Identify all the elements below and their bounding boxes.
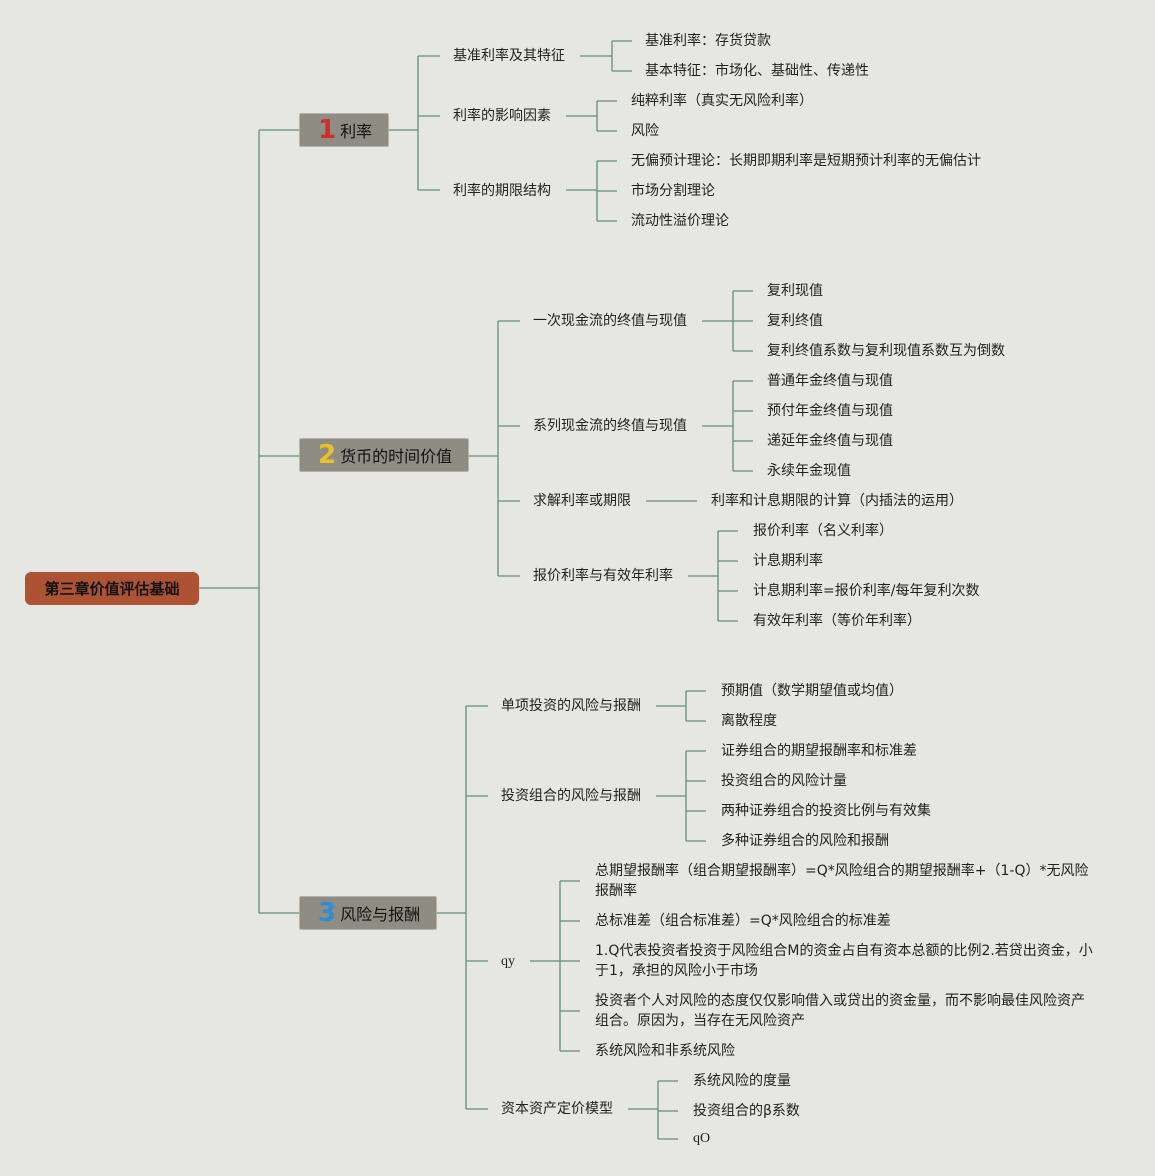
leaf-node[interactable]: 利率和计息期限的计算（内插法的运用） (711, 493, 963, 509)
leaf-node[interactable]: 永续年金现值 (767, 463, 851, 479)
number-two-icon: 2 (318, 440, 337, 470)
leaf-node[interactable]: 投资组合的β系数 (693, 1103, 800, 1119)
topic-label: 利率 (340, 122, 373, 141)
leaf-node[interactable]: 两种证券组合的投资比例与有效集 (721, 803, 931, 819)
leaf-node[interactable]: 总标准差（组合标准差）=Q*风险组合的标准差 (595, 913, 891, 929)
subtopic-node[interactable]: 资本资产定价模型 (501, 1101, 613, 1117)
leaf-node[interactable]: qO (693, 1131, 711, 1146)
leaf-node[interactable]: 系统风险的度量 (693, 1073, 791, 1089)
leaf-node[interactable]: 总期望报酬率（组合期望报酬率）=Q*风险组合的期望报酬率+（1-Q）*无风险报酬… (595, 863, 1089, 899)
leaf-node[interactable]: 系统风险和非系统风险 (595, 1043, 735, 1059)
leaf-node[interactable]: 普通年金终值与现值 (767, 373, 893, 389)
leaf-node[interactable]: 报价利率（名义利率） (753, 523, 893, 539)
leaf-node[interactable]: 递延年金终值与现值 (767, 433, 893, 449)
leaf-node[interactable]: 预期值（数学期望值或均值） (721, 683, 903, 699)
subtopic-node[interactable]: 单项投资的风险与报酬 (501, 698, 641, 714)
leaf-node[interactable]: 基准利率：存货贷款 (645, 33, 771, 49)
leaf-node[interactable]: 离散程度 (721, 713, 777, 729)
leaf-node[interactable]: 复利终值系数与复利现值系数互为倒数 (767, 343, 1005, 359)
leaf-node[interactable]: 多种证券组合的风险和报酬 (721, 833, 889, 849)
leaf-node[interactable]: 证券组合的期望报酬率和标准差 (721, 743, 917, 759)
subtopic-node[interactable]: 求解利率或期限 (533, 493, 631, 509)
topic-node-interest-rate[interactable]: 1 利率 (299, 113, 389, 147)
root-node[interactable]: 第三章价值评估基础 (25, 572, 199, 605)
subtopic-node[interactable]: 投资组合的风险与报酬 (501, 788, 641, 804)
subtopic-node[interactable]: 一次现金流的终值与现值 (533, 313, 687, 329)
leaf-node[interactable]: 1.Q代表投资者投资于风险组合M的资金占自有资本总额的比例2.若贷出资金，小于1… (595, 943, 1093, 979)
leaf-node[interactable]: 投资者个人对风险的态度仅仅影响借入或贷出的资金量，而不影响最佳风险资产组合。原因… (595, 993, 1085, 1029)
root-label: 第三章价值评估基础 (44, 580, 180, 598)
leaf-node[interactable]: 计息期利率=报价利率/每年复利次数 (753, 583, 980, 599)
leaf-node[interactable]: 预付年金终值与现值 (767, 403, 893, 419)
topic-node-time-value[interactable]: 2 货币的时间价值 (299, 438, 469, 472)
topic-node-risk-return[interactable]: 3 风险与报酬 (299, 896, 437, 930)
subtopic-node[interactable]: 利率的影响因素 (453, 108, 551, 124)
subtopic-node[interactable]: 报价利率与有效年利率 (533, 568, 673, 584)
leaf-node[interactable]: 无偏预计理论：长期即期利率是短期预计利率的无偏估计 (631, 153, 981, 169)
leaf-node[interactable]: 计息期利率 (753, 553, 823, 569)
leaf-node[interactable]: 流动性溢价理论 (631, 213, 729, 229)
leaf-node[interactable]: 市场分割理论 (631, 183, 715, 199)
leaf-node[interactable]: 复利现值 (767, 283, 823, 299)
leaf-node[interactable]: 风险 (631, 123, 659, 139)
subtopic-node[interactable]: 基准利率及其特征 (453, 48, 565, 64)
topic-label: 货币的时间价值 (340, 447, 453, 466)
leaf-node[interactable]: 投资组合的风险计量 (721, 773, 847, 789)
subtopic-node[interactable]: 利率的期限结构 (453, 183, 551, 199)
leaf-node[interactable]: 基本特征：市场化、基础性、传递性 (645, 63, 869, 79)
leaf-node[interactable]: 纯粹利率（真实无风险利率） (631, 93, 813, 109)
number-three-icon: 3 (318, 898, 337, 928)
number-one-icon: 1 (318, 115, 337, 145)
subtopic-node[interactable]: 系列现金流的终值与现值 (533, 418, 687, 434)
topic-label: 风险与报酬 (340, 905, 421, 924)
leaf-node[interactable]: 复利终值 (767, 313, 823, 329)
subtopic-node[interactable]: qy (501, 954, 515, 969)
leaf-node[interactable]: 有效年利率（等价年利率） (753, 613, 921, 629)
